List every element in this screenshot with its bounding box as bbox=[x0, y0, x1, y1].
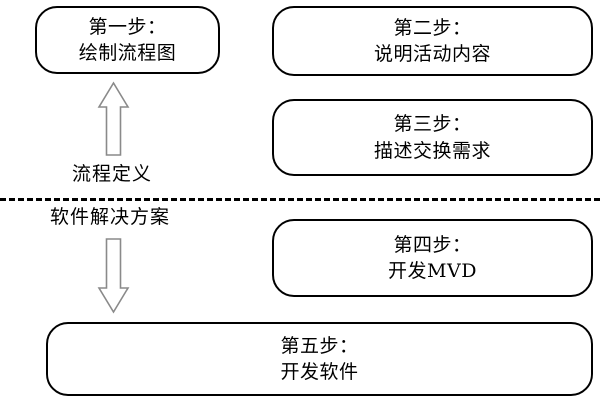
step-box-3-line2: 描述交换需求 bbox=[373, 139, 491, 162]
dashed-divider bbox=[0, 198, 600, 201]
step-box-1[interactable]: 第一步： 绘制流程图 bbox=[35, 6, 220, 74]
label-software-solution: 软件解决方案 bbox=[50, 206, 171, 228]
arrow-up-icon bbox=[97, 81, 130, 157]
step-box-1-line2: 绘制流程图 bbox=[78, 42, 177, 64]
step-box-4[interactable]: 第四步： 开发MVD bbox=[272, 219, 593, 297]
step-box-3[interactable]: 第三步： 描述交换需求 bbox=[272, 99, 593, 176]
step-box-5[interactable]: 第五步： 开发软件 bbox=[46, 322, 593, 396]
step-box-4-line1: 第四步： bbox=[393, 233, 472, 256]
step-box-1-line1: 第一步： bbox=[88, 15, 167, 38]
step-box-2-line2: 说明活动内容 bbox=[373, 43, 491, 65]
step-box-2[interactable]: 第二步： 说明活动内容 bbox=[272, 6, 593, 76]
step-box-4-line2: 开发MVD bbox=[388, 260, 477, 282]
step-box-3-line1: 第三步： bbox=[393, 113, 472, 136]
step-box-2-line1: 第二步： bbox=[393, 16, 472, 39]
step-box-5-line2: 开发软件 bbox=[280, 361, 359, 383]
label-process-definition: 流程定义 bbox=[72, 163, 153, 185]
step-box-5-line1: 第五步： bbox=[280, 334, 359, 357]
arrow-down-icon bbox=[97, 236, 130, 314]
